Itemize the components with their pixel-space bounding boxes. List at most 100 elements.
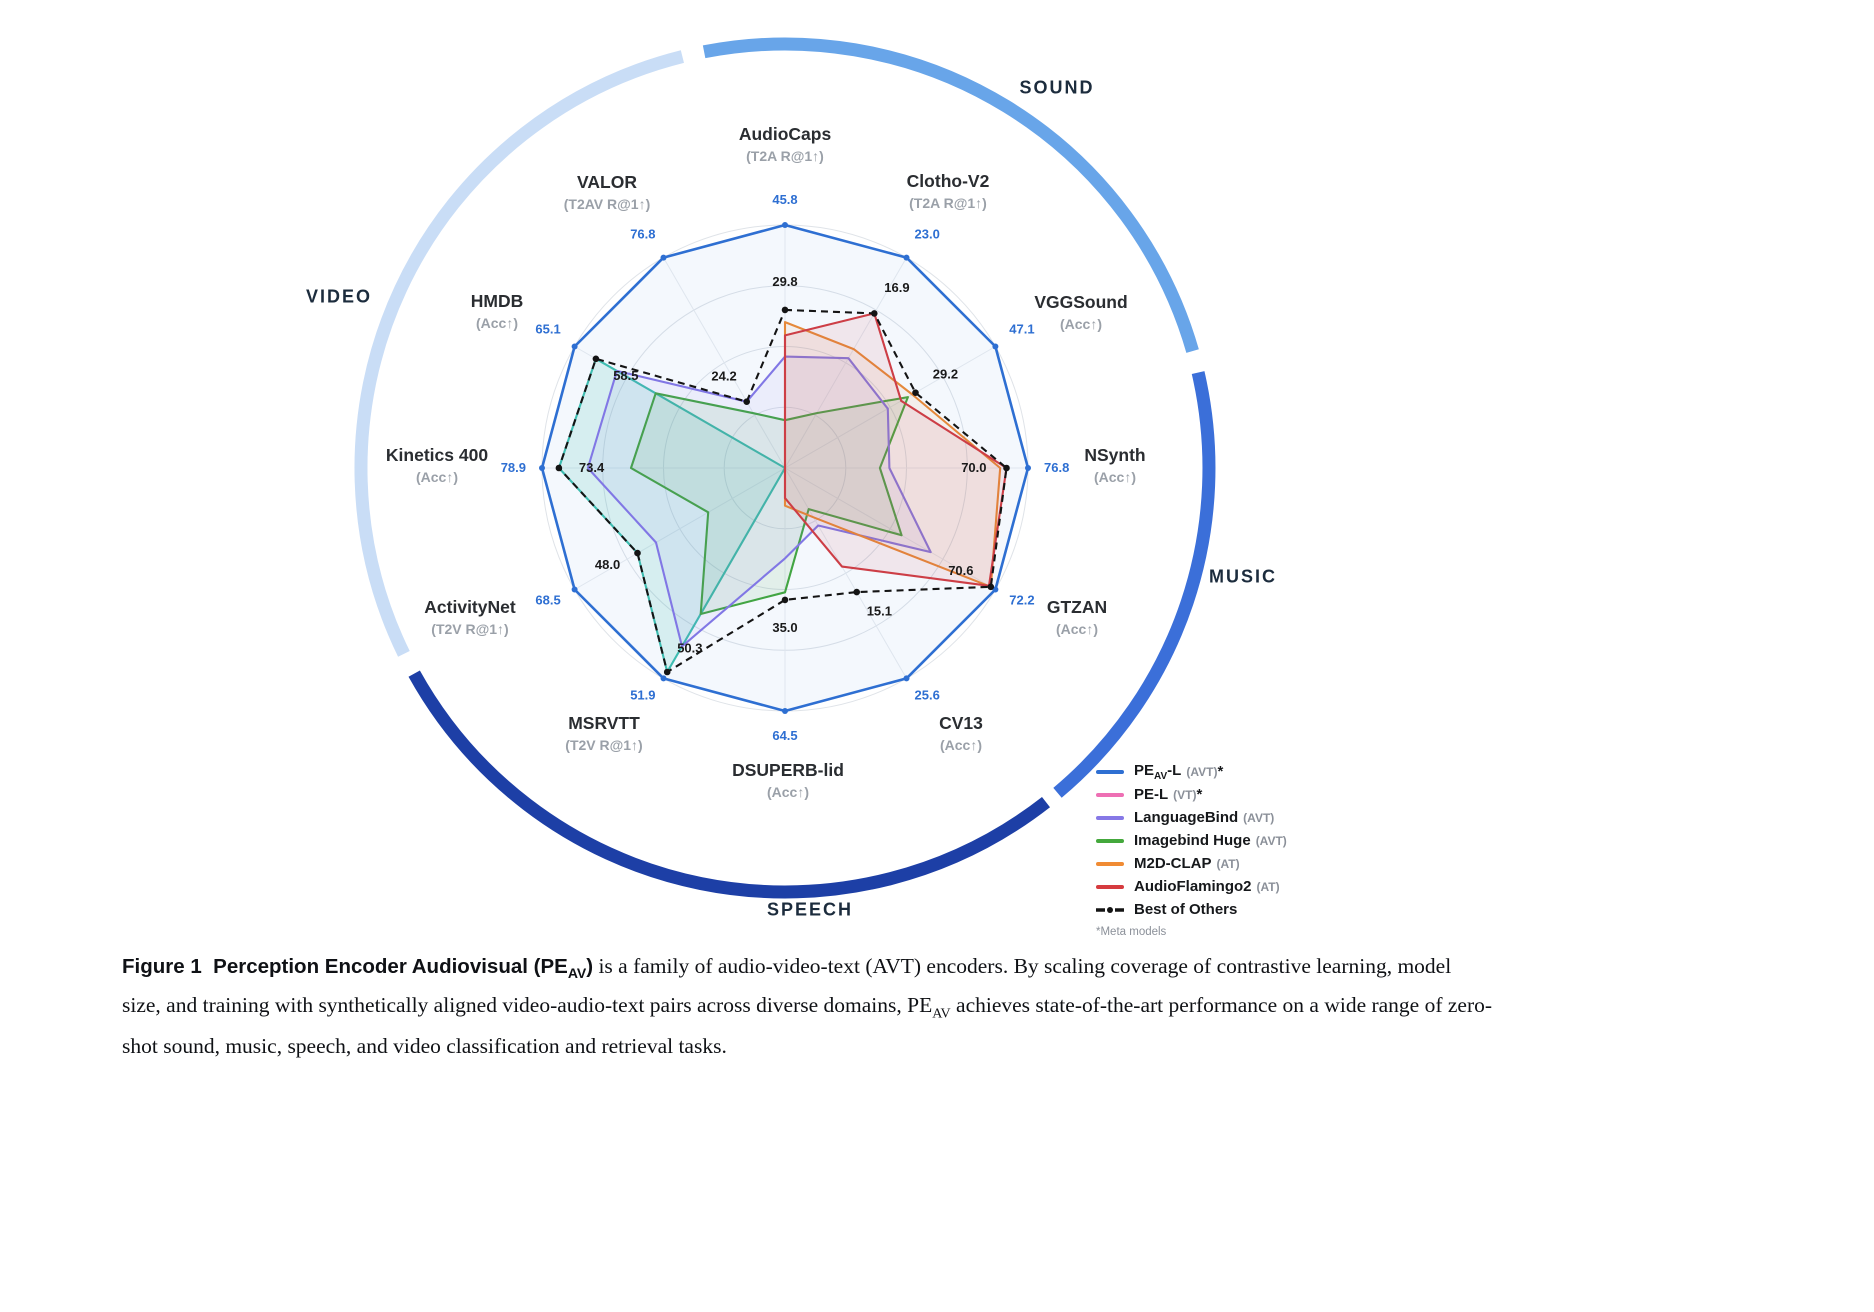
axis-name-msrvtt: MSRVTT xyxy=(568,713,640,733)
caption-figure-label: Figure 1 xyxy=(122,955,202,978)
value-label-best-of-others: 50.3 xyxy=(677,641,702,656)
category-label-sound: SOUND xyxy=(1019,77,1095,98)
value-label-pe-av-l: 45.8 xyxy=(772,192,797,207)
legend-swatch-dash-dot xyxy=(1096,906,1124,913)
series-point-pe_av_l xyxy=(992,586,999,593)
series-point-pe_av_l xyxy=(903,675,910,682)
series-point-pe_av_l xyxy=(992,343,999,350)
series-point-pe_av_l xyxy=(782,708,788,714)
legend: PEAV-L(AVT)*PE-L(VT)*LanguageBind(AVT)Im… xyxy=(1096,760,1287,938)
value-label-best-of-others: 70.6 xyxy=(948,563,973,578)
value-label-pe-av-l: 51.9 xyxy=(630,687,655,702)
axis-name-clotho-v2: Clotho-V2 xyxy=(907,171,990,191)
series-point-best_of_others xyxy=(555,464,563,472)
value-label-pe-av-l: 25.6 xyxy=(915,687,940,702)
category-arc-speech xyxy=(408,670,1050,899)
category-label-speech: SPEECH xyxy=(766,899,854,920)
grid-spoke xyxy=(784,467,996,590)
axis-metric: (Acc↑) xyxy=(940,737,982,753)
category-label-music: MUSIC xyxy=(1209,566,1277,587)
series-point-pe_av_l xyxy=(782,222,788,228)
legend-item-label: Best of Others xyxy=(1134,901,1238,918)
legend-swatch xyxy=(1096,838,1124,843)
axis-name-valor: VALOR xyxy=(577,172,637,192)
axis-metric: (T2A R@1↑) xyxy=(909,195,987,211)
legend-item-pe-l: PE-L (VT)* xyxy=(1096,783,1287,806)
legend-item-label: PEAV-L xyxy=(1134,761,1182,782)
category-arc-sound xyxy=(702,37,1199,353)
value-label-pe-av-l: 65.1 xyxy=(535,322,560,337)
legend-swatch xyxy=(1096,792,1124,797)
value-label-best-of-others: 24.2 xyxy=(711,368,736,383)
series-point-best_of_others xyxy=(853,588,860,596)
legend-item-star: * xyxy=(1217,763,1224,780)
axis-name-audiocaps: AudioCaps xyxy=(739,124,832,144)
legend-footnote: *Meta models xyxy=(1096,926,1167,938)
caption-body: is a family of audio-video-text (AVT) en… xyxy=(122,954,1493,1059)
legend-item-label: Imagebind Huge xyxy=(1134,832,1251,849)
series-point-best_of_others xyxy=(871,310,878,317)
axis-name-kinetics-400: Kinetics 400 xyxy=(386,445,488,465)
series-point-pe_av_l xyxy=(571,586,578,593)
value-label-pe-av-l: 64.5 xyxy=(772,728,797,743)
series-point-best_of_others xyxy=(987,583,995,591)
series-point-best_of_others xyxy=(781,596,789,604)
axis-name-gtzan: GTZAN xyxy=(1047,597,1107,617)
value-label-best-of-others: 48.0 xyxy=(595,557,620,572)
value-label-best-of-others: 16.9 xyxy=(884,280,909,295)
series-point-pe_av_l xyxy=(571,343,578,350)
legend-item-imagebind-huge: Imagebind Huge (AVT) xyxy=(1096,829,1287,852)
axis-name-nsynth: NSynth xyxy=(1084,445,1145,465)
value-label-best-of-others: 15.1 xyxy=(867,603,892,618)
axis-metric: (Acc↑) xyxy=(1094,469,1136,485)
legend-item-suffix: (AVT) xyxy=(1255,833,1287,848)
grid-spoke xyxy=(784,346,996,469)
value-label-best-of-others: 29.2 xyxy=(933,367,958,382)
series-point-pe_av_l xyxy=(903,254,910,261)
value-label-best-of-others: 35.0 xyxy=(772,620,797,635)
series-point-best_of_others xyxy=(912,389,919,397)
value-label-pe-av-l: 76.8 xyxy=(1044,460,1069,475)
category-label-video: VIDEO xyxy=(305,286,373,307)
caption-title: Perception Encoder Audiovisual (PEAV) xyxy=(213,955,594,982)
value-label-pe-av-l: 72.2 xyxy=(1009,593,1034,608)
legend-item-suffix: (VT) xyxy=(1173,787,1197,802)
value-label-best-of-others: 73.4 xyxy=(579,460,605,475)
series-point-best_of_others xyxy=(781,306,789,314)
value-label-pe-av-l: 76.8 xyxy=(630,227,655,242)
axis-name-activitynet: ActivityNet xyxy=(424,597,516,617)
series-point-best_of_others xyxy=(634,549,641,557)
series-point-best_of_others xyxy=(663,668,671,676)
radar-chart: 45.823.047.176.872.225.664.551.968.578.9… xyxy=(354,37,1216,899)
legend-item-label: PE-L xyxy=(1134,786,1169,803)
series-point-best_of_others xyxy=(592,355,600,363)
axis-metric: (T2V R@1↑) xyxy=(431,621,508,637)
legend-item-star: * xyxy=(1196,786,1203,803)
series-point-pe_av_l xyxy=(539,465,545,471)
legend-item-suffix: (AT) xyxy=(1256,879,1280,894)
axis-metric: (T2AV R@1↑) xyxy=(564,196,651,212)
axis-name-cv13: CV13 xyxy=(939,713,983,733)
legend-swatch xyxy=(1096,884,1124,889)
axis-metric: (Acc↑) xyxy=(416,469,458,485)
series-pe_av_l xyxy=(540,223,1030,713)
category-arc-video xyxy=(354,50,684,657)
legend-item-suffix: (AVT) xyxy=(1186,764,1218,779)
figure-caption: Figure 1 Perception Encoder Audiovisual … xyxy=(122,950,1494,1062)
series-point-pe_av_l xyxy=(660,675,667,682)
axis-metric: (Acc↑) xyxy=(767,784,809,800)
grid-spoke xyxy=(574,467,786,590)
axis-metric: (T2A R@1↑) xyxy=(746,148,824,164)
legend-item-label: M2D-CLAP xyxy=(1134,855,1212,872)
legend-item-suffix: (AVT) xyxy=(1243,810,1275,825)
axis-metric: (Acc↑) xyxy=(1060,316,1102,332)
grid-spoke xyxy=(784,467,907,679)
grid-spoke xyxy=(784,257,907,469)
axis-name-hmdb: HMDB xyxy=(471,291,524,311)
series-point-pe_av_l xyxy=(660,254,667,261)
value-label-best-of-others: 58.5 xyxy=(613,368,638,383)
axis-name-vggsound: VGGSound xyxy=(1034,292,1127,312)
value-label-pe-av-l: 68.5 xyxy=(535,593,560,608)
legend-item-label: LanguageBind xyxy=(1134,809,1239,826)
